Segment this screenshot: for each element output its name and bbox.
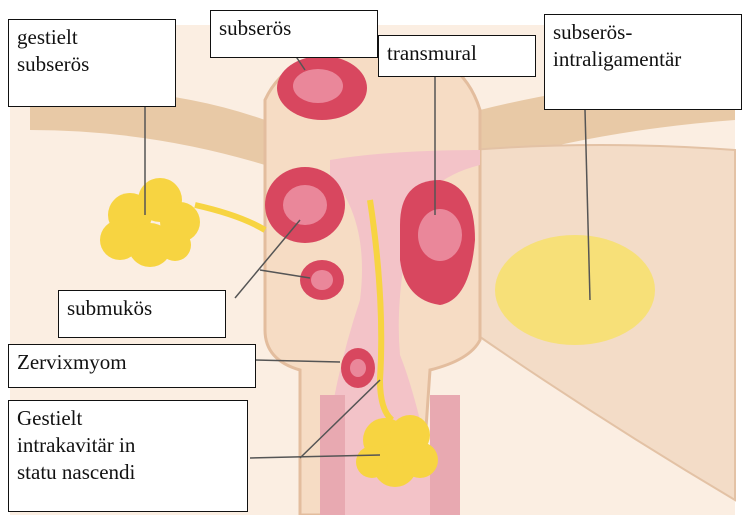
cervical-myoma xyxy=(341,348,375,388)
cervix-left xyxy=(320,395,345,515)
transmural-myoma xyxy=(400,180,475,305)
submucous-myoma-large xyxy=(265,167,345,243)
label-subseroes: subserös xyxy=(210,10,378,58)
label-gestielt-intrakavitaer: Gestielt intrakavitär in statu nascendi xyxy=(8,400,248,512)
subserous-myoma-top xyxy=(277,56,367,120)
label-gestielt-subseroes: gestielt subserös xyxy=(8,19,176,107)
submucous-myoma-small xyxy=(300,260,344,300)
label-subseroes-intraligamentaer: subserös- intraligamentär xyxy=(544,14,742,110)
label-submukoes: submukös xyxy=(58,290,226,338)
intraligamentary-myoma xyxy=(495,235,655,345)
label-transmural: transmural xyxy=(378,35,536,77)
label-zervixmyom: Zervixmyom xyxy=(8,344,256,388)
intracavitary-myoma xyxy=(356,415,438,487)
